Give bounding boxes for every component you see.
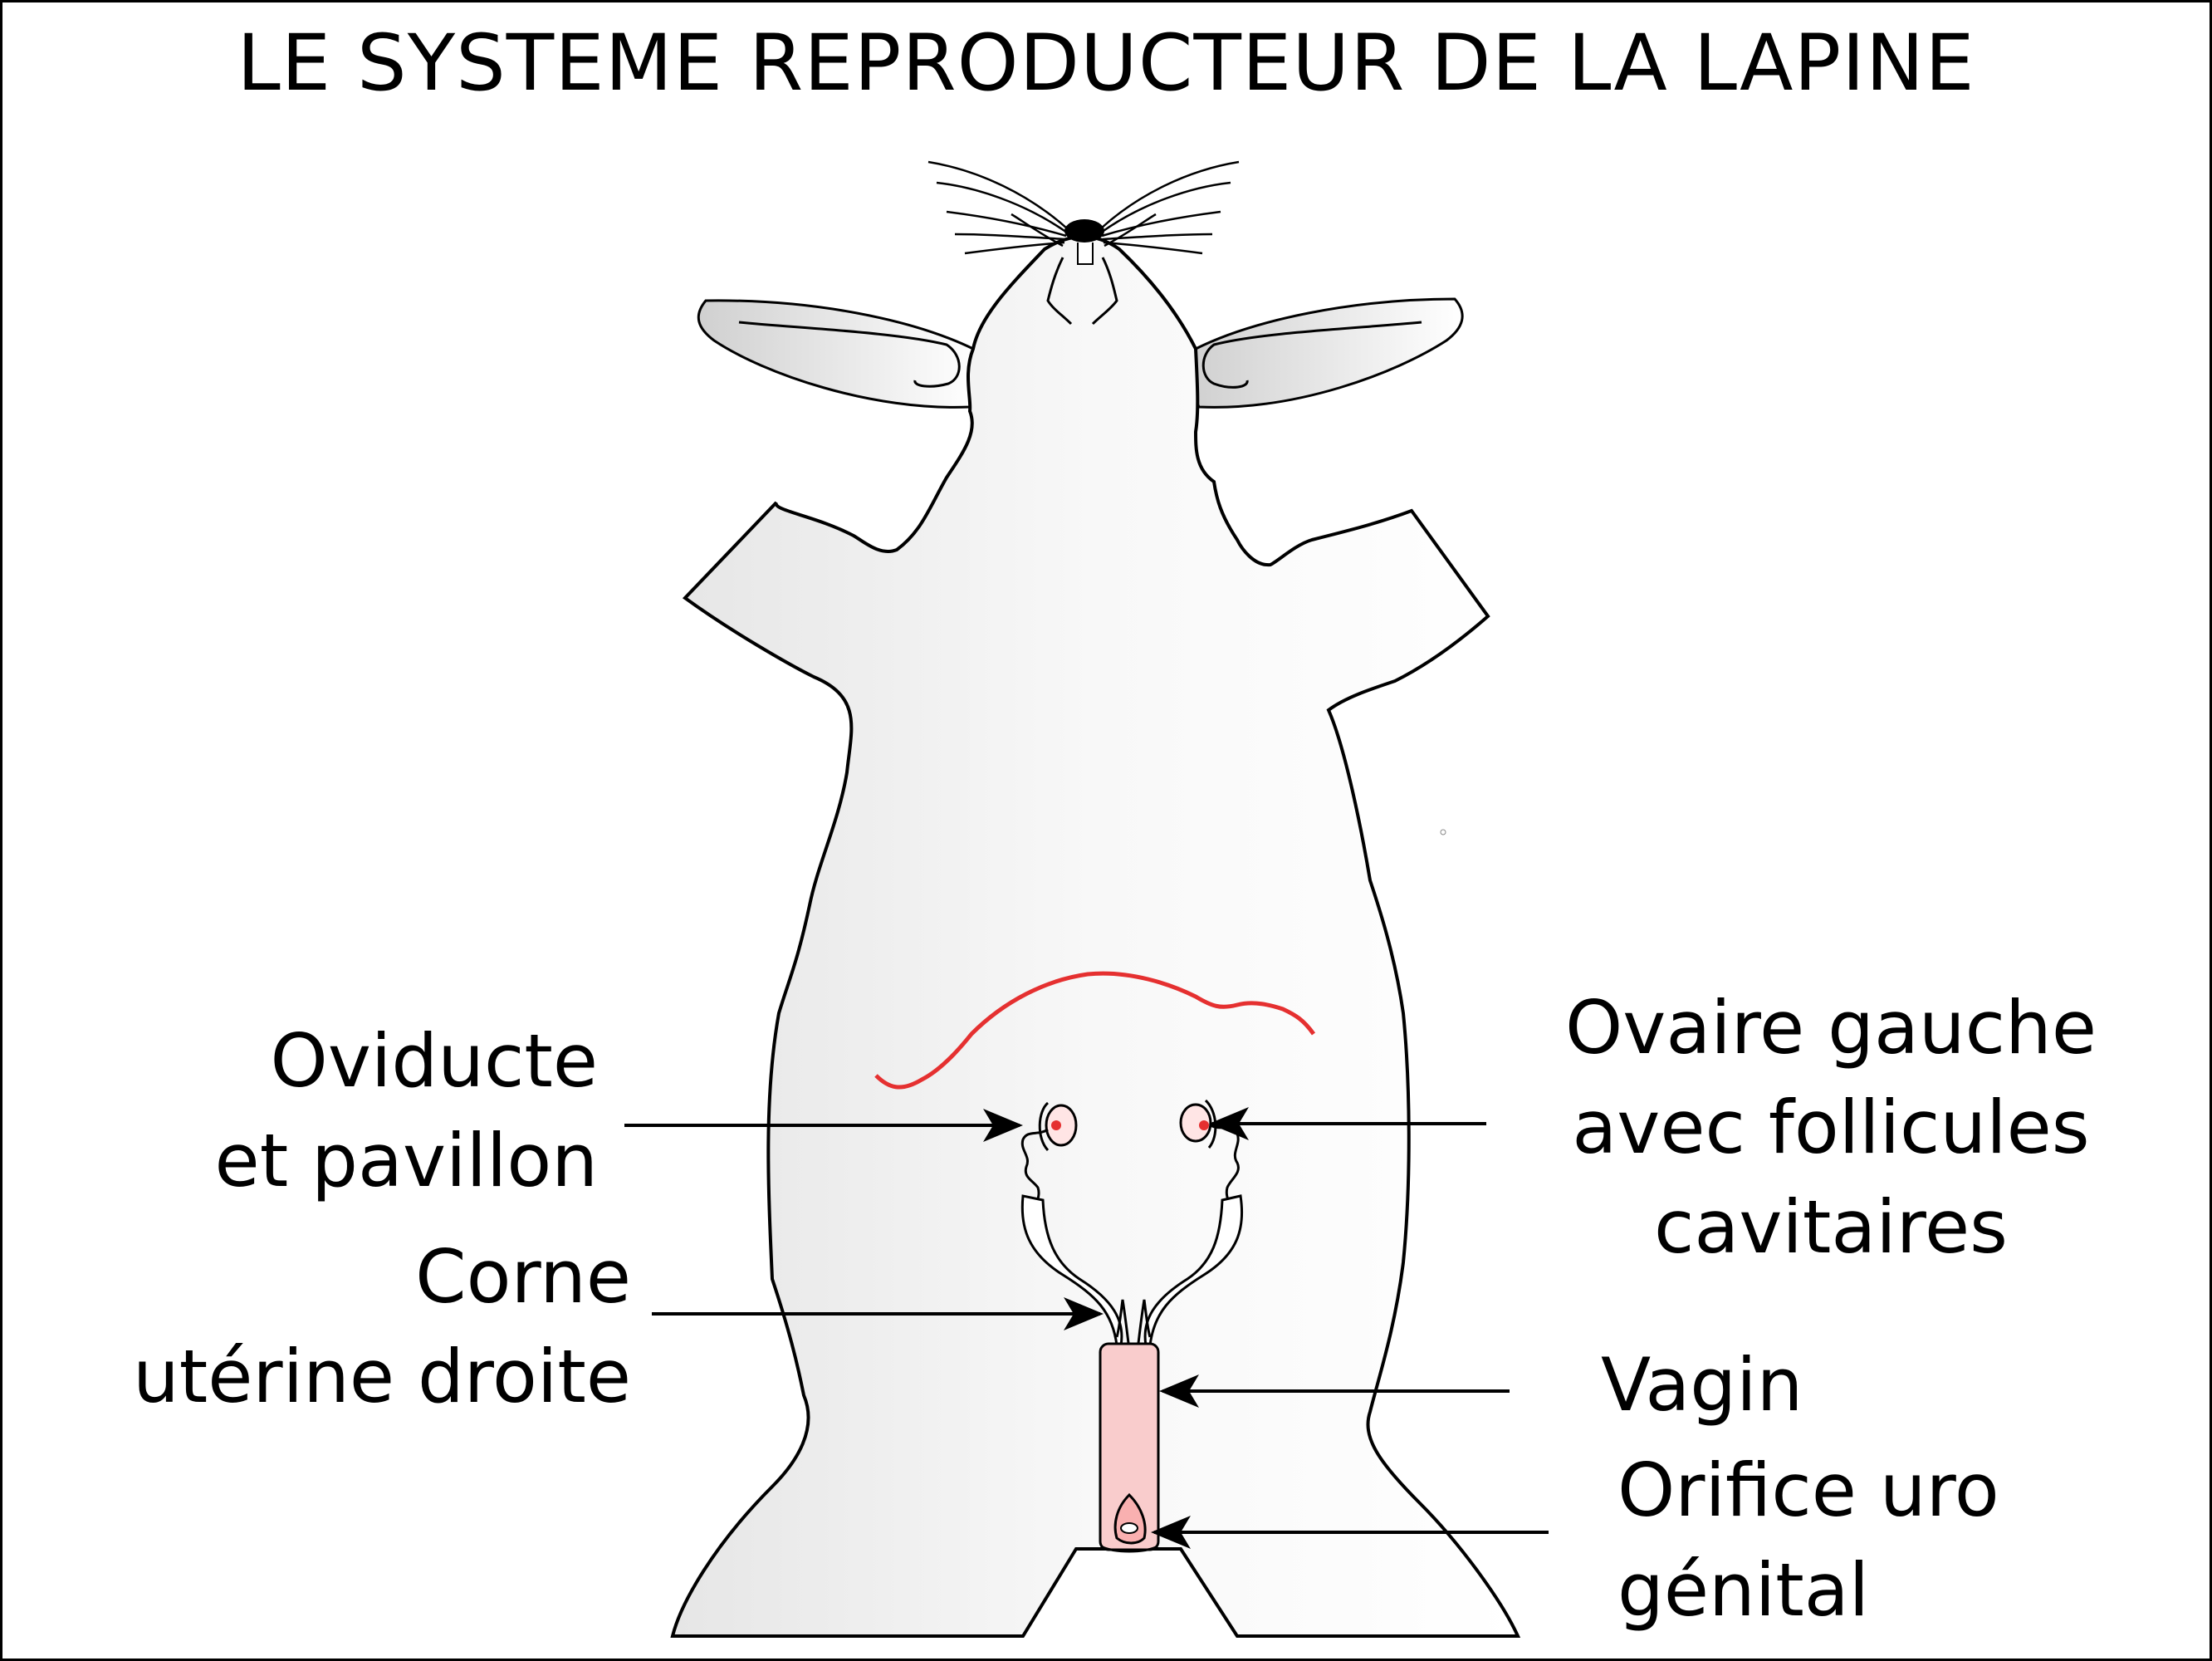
label-vagin-line1: Vagin [1601, 1342, 1803, 1428]
label-corne-line2: utérine droite [133, 1334, 631, 1419]
label-orifice-line1: Orifice uro [1617, 1448, 1999, 1533]
rabbit-body [670, 235, 1521, 1638]
label-orifice-line2: génital [1617, 1547, 1870, 1633]
red-contour-line [874, 971, 1316, 1090]
teeth [1077, 243, 1094, 265]
vagina [1099, 1342, 1160, 1551]
uterine-neck-right [1115, 1299, 1131, 1350]
diagram-title: LE SYSTEME REPRODUCTEUR DE LA LAPINE [237, 18, 1975, 109]
mouth-line [1046, 257, 1118, 326]
nose [1064, 219, 1104, 243]
label-corne: Corne utérine droite [50, 1227, 631, 1427]
label-vagin: Vagin [1601, 1335, 2016, 1435]
label-ovaire: Ovaire gauche avec follicules cavitaires [1495, 978, 2167, 1277]
label-ovaire-line1: Ovaire gauche [1565, 985, 2097, 1071]
small-dot [1440, 829, 1446, 835]
whiskers [927, 160, 1240, 255]
left-ear-inner [738, 321, 961, 388]
label-ovaire-line2: avec follicules [1572, 1085, 2090, 1170]
right-ovary-follicle [1051, 1120, 1061, 1130]
label-oviducte: Oviducte et pavillon [116, 1012, 598, 1211]
label-corne-line1: Corne [415, 1234, 631, 1320]
left-ear [697, 299, 979, 409]
left-ovary-follicle [1199, 1120, 1209, 1130]
label-orifice: Orifice uro génital [1617, 1441, 2132, 1640]
right-pavillon [1038, 1101, 1050, 1152]
uro-genital-orifice [1120, 1522, 1138, 1534]
right-oviduct [1020, 1128, 1049, 1220]
uterine-neck-left [1136, 1299, 1152, 1350]
label-oviducte-line2: et pavillon [214, 1118, 598, 1203]
right-ear-inner [1201, 321, 1422, 389]
label-ovaire-line3: cavitaires [1654, 1184, 2008, 1270]
right-ear [1190, 297, 1464, 409]
label-oviducte-line1: Oviducte [270, 1018, 598, 1104]
